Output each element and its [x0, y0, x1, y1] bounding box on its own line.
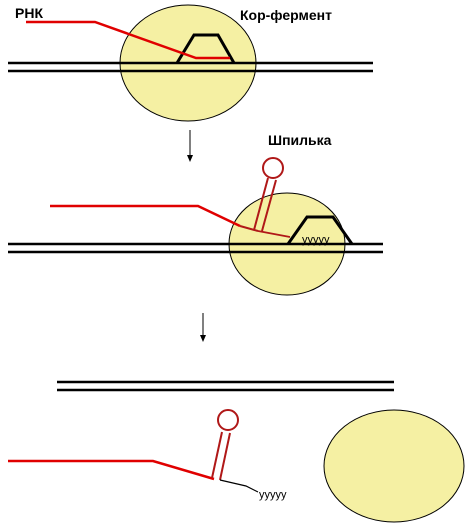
- stage-3-termination: ууууу: [8, 380, 465, 523]
- down-arrow-2: [200, 313, 206, 342]
- core-enzyme-label: Кор-фермент: [240, 7, 332, 23]
- released-core-enzyme: [323, 409, 465, 523]
- rna-strand-3: [8, 459, 215, 481]
- transcription-bubble-2: [286, 215, 354, 245]
- hairpin-2: [239, 157, 284, 232]
- stage-2-hairpin-formation: уууyy Шпилька: [8, 132, 383, 296]
- transcription-bubble-1: [175, 33, 236, 64]
- hairpin-label: Шпилька: [268, 132, 332, 148]
- poly-u-label-2: уууyy: [302, 234, 330, 246]
- down-arrow-1: [187, 130, 193, 162]
- rna-label: РНК: [15, 5, 43, 21]
- stage-1-elongation: РНК Кор-фермент: [8, 4, 373, 122]
- rna-strand-2: [50, 204, 241, 228]
- rna-strand-2-tail: [257, 230, 291, 238]
- rna-strand-1: [26, 20, 230, 60]
- hairpin-3: [211, 409, 259, 493]
- poly-u-label-3: ууууу: [259, 489, 287, 501]
